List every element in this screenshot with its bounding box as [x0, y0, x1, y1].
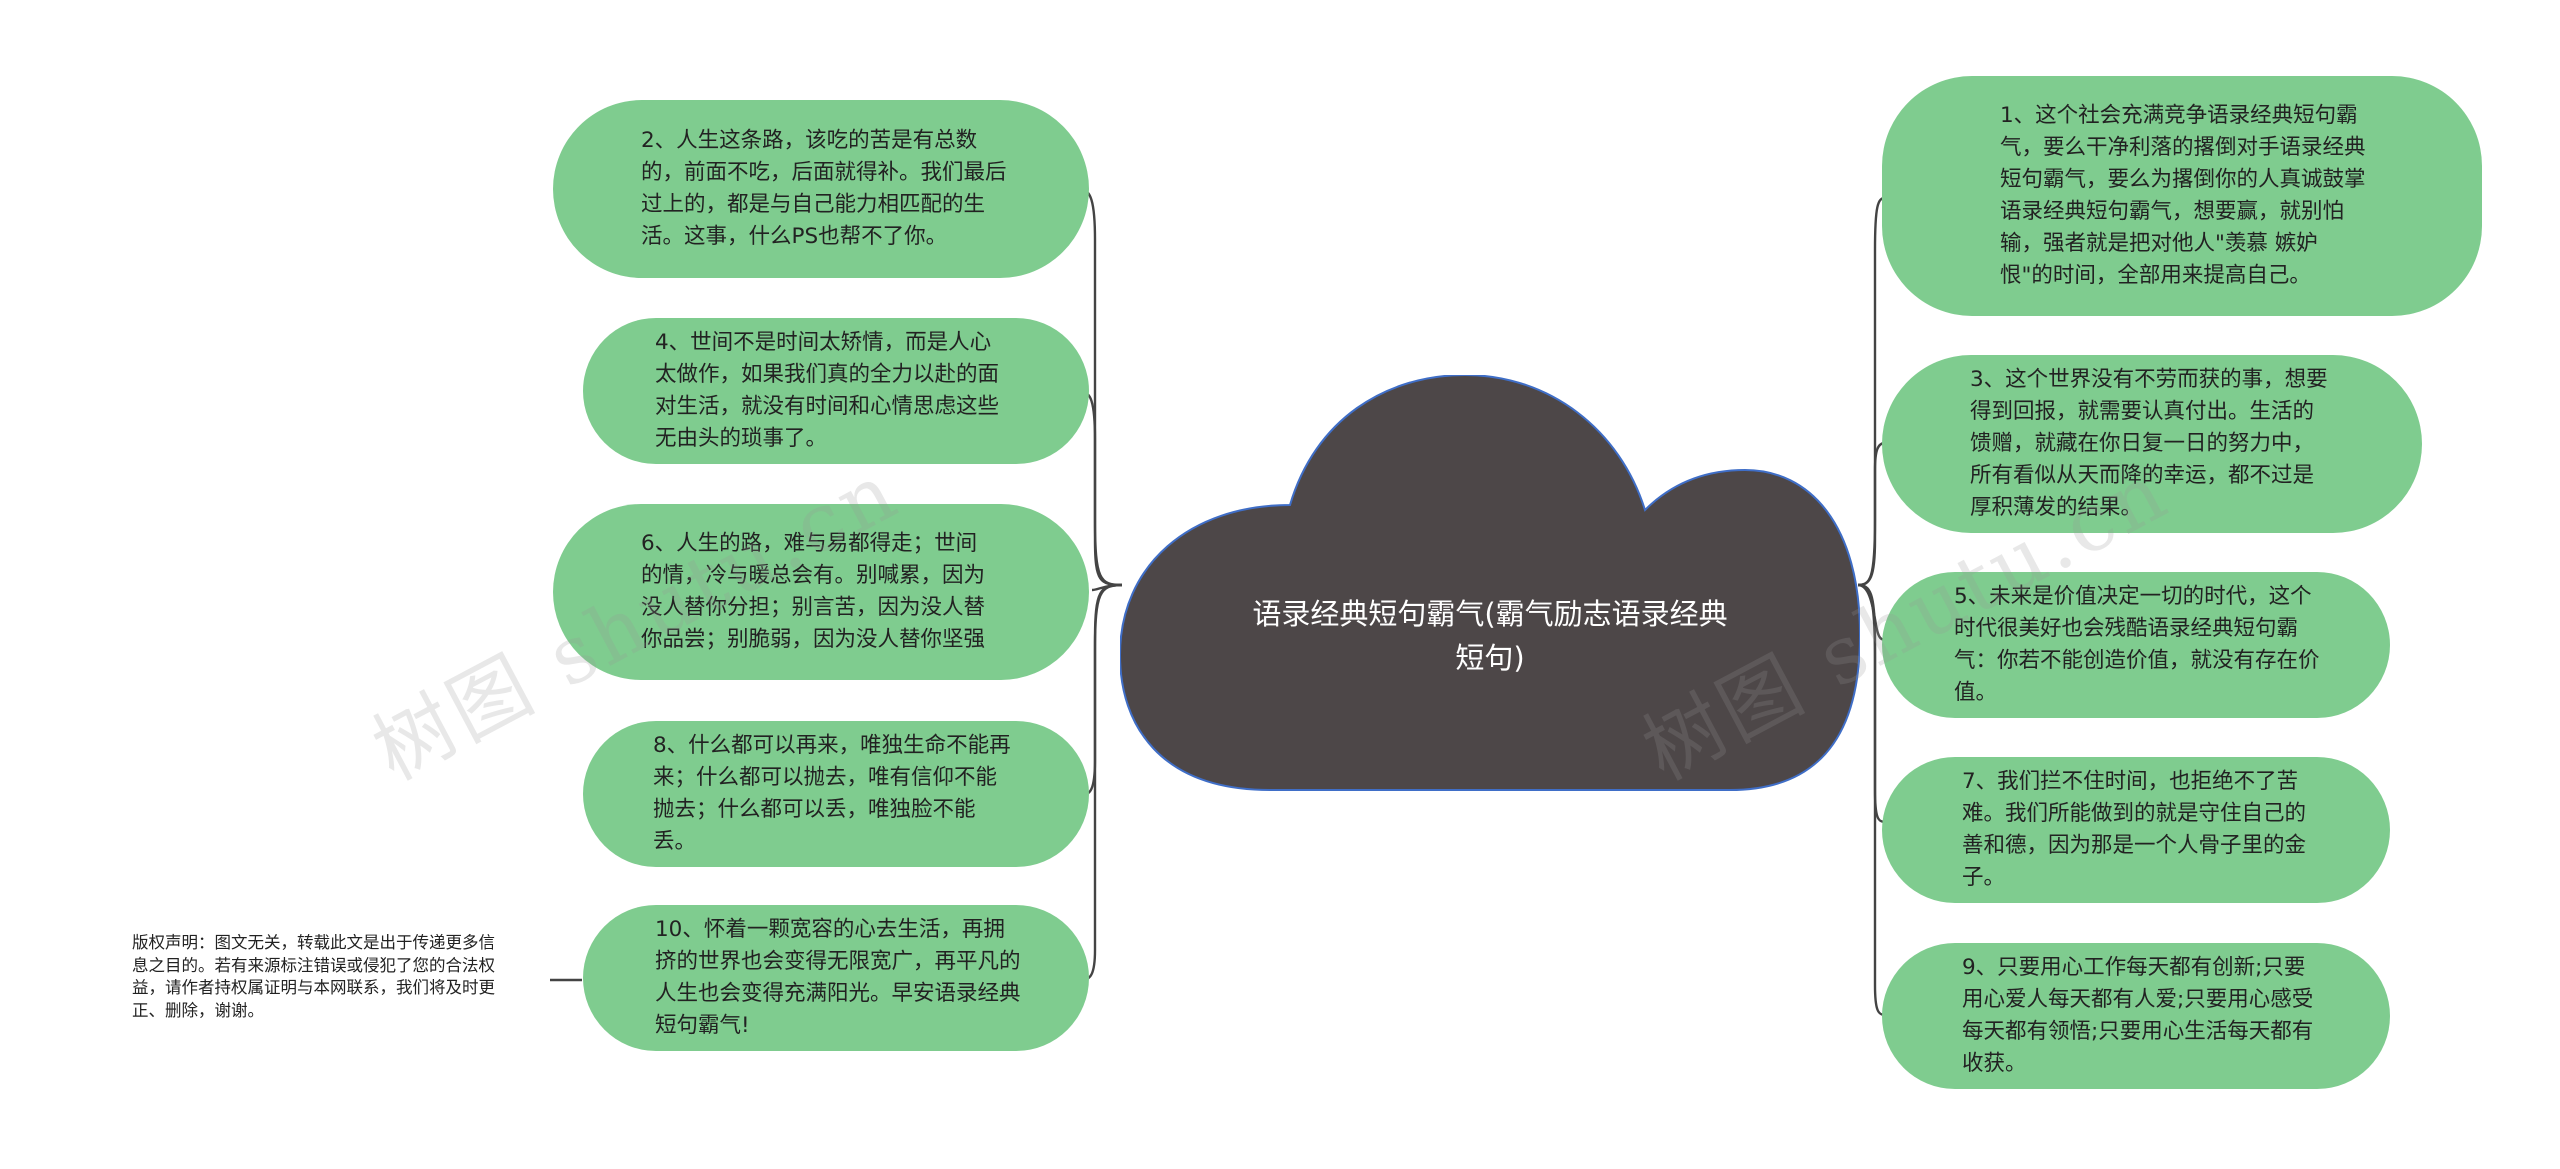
topic-node-8[interactable]: 8、什么都可以再来，唯独生命不能再来；什么都可以抛去，唯有信仰不能抛去；什么都可…: [583, 721, 1089, 867]
center-cloud-shape: [1120, 375, 1860, 791]
connector-right-5: [1857, 583, 1886, 1017]
connector-right-1: [1857, 196, 1886, 587]
topic-node-text: 8、什么都可以再来，唯独生命不能再来；什么都可以抛去，唯有信仰不能抛去；什么都可…: [653, 733, 1011, 854]
topic-node-10[interactable]: 10、怀着一颗宽容的心去生活，再拥挤的世界也会变得无限宽广，再平凡的人生也会变得…: [583, 905, 1089, 1051]
topic-node-text: 1、这个社会充满竞争语录经典短句霸气，要么干净利落的撂倒对手语录经典短句霸气，要…: [2000, 103, 2366, 288]
topic-node-4[interactable]: 4、世间不是时间太矫情，而是人心太做作，如果我们真的全力以赴的面对生活，就没有时…: [583, 318, 1089, 464]
topic-node-9[interactable]: 9、只要用心工作每天都有创新;只要用心爱人每天都有人爱;只要用心感受每天都有领悟…: [1882, 943, 2390, 1089]
topic-node-5[interactable]: 5、未来是价值决定一切的时代，这个时代很美好也会残酷语录经典短句霸气：你若不能创…: [1882, 572, 2390, 718]
topic-node-text: 5、未来是价值决定一切的时代，这个时代很美好也会残酷语录经典短句霸气：你若不能创…: [1954, 584, 2320, 705]
copyright-note: 版权声明：图文无关，转载此文是出于传递更多信息之目的。若有来源标注错误或侵犯了您…: [132, 933, 495, 1020]
topic-node-text: 3、这个世界没有不劳而获的事，想要得到回报，就需要认真付出。生活的馈赠，就藏在你…: [1970, 367, 2328, 520]
topic-node-1[interactable]: 1、这个社会充满竞争语录经典短句霸气，要么干净利落的撂倒对手语录经典短句霸气，要…: [1882, 76, 2482, 316]
topic-node-6[interactable]: 6、人生的路，难与易都得走；世间的情，冷与暖总会有。别喊累，因为没人替你分担；别…: [553, 504, 1089, 680]
topic-node-text: 4、世间不是时间太矫情，而是人心太做作，如果我们真的全力以赴的面对生活，就没有时…: [655, 330, 1000, 451]
topic-node-2[interactable]: 2、人生这条路，该吃的苦是有总数的，前面不吃，后面就得补。我们最后过上的，都是与…: [553, 100, 1089, 278]
topic-node-3[interactable]: 3、这个世界没有不劳而获的事，想要得到回报，就需要认真付出。生活的馈赠，就藏在你…: [1882, 355, 2422, 533]
topic-node-text: 6、人生的路，难与易都得走；世间的情，冷与暖总会有。别喊累，因为没人替你分担；别…: [641, 531, 986, 652]
topic-node-text: 10、怀着一颗宽容的心去生活，再拥挤的世界也会变得无限宽广，再平凡的人生也会变得…: [655, 917, 1021, 1038]
topic-node-text: 2、人生这条路，该吃的苦是有总数的，前面不吃，后面就得补。我们最后过上的，都是与…: [641, 128, 1007, 249]
connector-right-2: [1857, 441, 1886, 587]
connector-left-2: [1081, 390, 1123, 587]
connector-left-5: [1081, 583, 1123, 982]
topic-node-7[interactable]: 7、我们拦不住时间，也拒绝不了苦难。我们所能做到的就是守住自己的善和德，因为那是…: [1882, 757, 2390, 903]
topic-node-text: 7、我们拦不住时间，也拒绝不了苦难。我们所能做到的就是守住自己的善和德，因为那是…: [1962, 769, 2307, 890]
topic-node-text: 9、只要用心工作每天都有创新;只要用心爱人每天都有人爱;只要用心感受每天都有领悟…: [1962, 955, 2314, 1076]
connector-left-4: [1081, 583, 1123, 797]
center-title: 语录经典短句霸气(霸气励志语录经典短句): [1252, 597, 1728, 675]
